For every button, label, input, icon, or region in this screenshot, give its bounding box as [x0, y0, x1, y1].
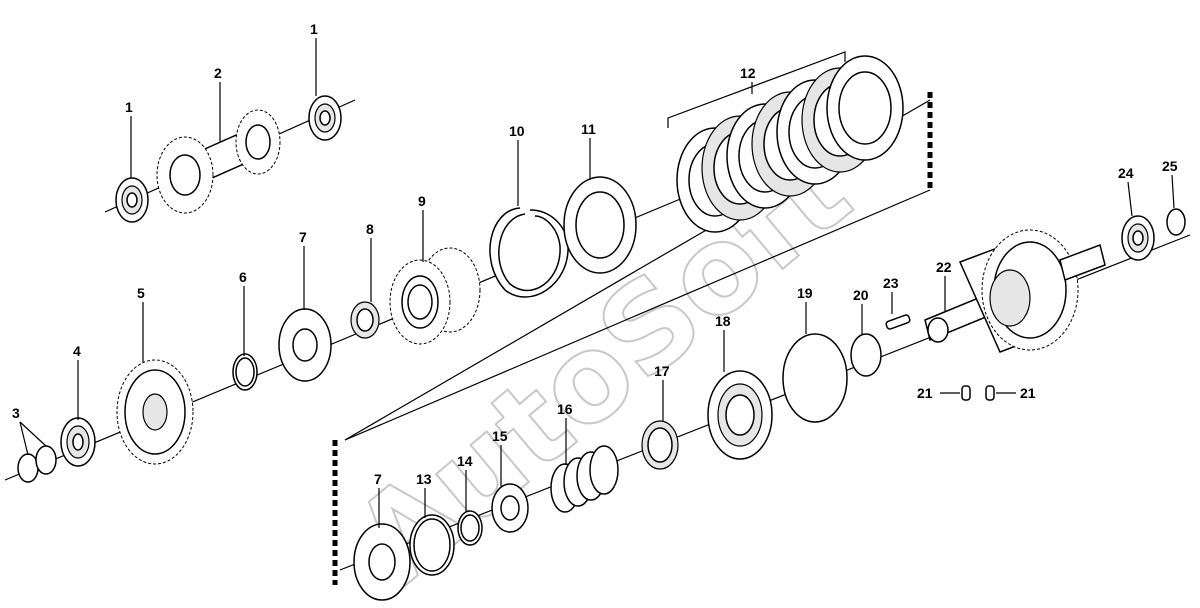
- washer-15: [491, 483, 529, 533]
- label-10: 10: [509, 123, 525, 139]
- label-8: 8: [366, 221, 374, 237]
- pressure-plate-11: [563, 176, 637, 274]
- label-7-upper: 7: [299, 229, 307, 245]
- label-21-right: 21: [1020, 385, 1036, 401]
- label-17: 17: [654, 363, 670, 379]
- seal-17: [641, 420, 679, 470]
- label-9: 9: [418, 193, 426, 209]
- gear-9: [389, 247, 481, 345]
- gear-5: [116, 359, 194, 465]
- label-24: 24: [1118, 165, 1134, 181]
- label-14: 14: [457, 453, 473, 469]
- label-25: 25: [1162, 158, 1178, 174]
- label-18: 18: [715, 313, 731, 329]
- snap-ring-6: [232, 353, 258, 391]
- leader-lines: [19, 38, 1175, 528]
- label-11: 11: [581, 121, 596, 137]
- spring-16: [550, 445, 619, 513]
- clutch-pack-12: [667, 51, 904, 233]
- label-16: 16: [557, 401, 573, 417]
- label-12: 12: [740, 65, 756, 81]
- label-21-left: 21: [917, 385, 933, 401]
- label-3: 3: [12, 405, 20, 421]
- pin-21-left: [940, 385, 971, 401]
- part-labels: 1 1 2 3 4 5 6 7 7 8 9 10 11 12 13 14 15 …: [12, 21, 1178, 487]
- washer-25: [1166, 208, 1186, 236]
- washers-3: [17, 445, 57, 483]
- label-5: 5: [137, 285, 145, 301]
- snap-ring-14: [457, 510, 483, 546]
- needle-bearing-8: [350, 301, 380, 339]
- bearing-4: [60, 417, 96, 467]
- label-23: 23: [883, 275, 899, 291]
- piston-18: [707, 370, 773, 460]
- circlip-10: [489, 207, 569, 298]
- label-20: 20: [853, 287, 869, 303]
- label-4: 4: [73, 343, 81, 359]
- ring-13: [409, 514, 455, 576]
- o-ring-19: [782, 333, 848, 423]
- label-13: 13: [416, 471, 432, 487]
- label-6: 6: [239, 269, 247, 285]
- label-7-lower: 7: [374, 471, 382, 487]
- bearing-24: [1121, 215, 1155, 261]
- bearing-1-left: [115, 177, 149, 223]
- mainshaft-22: [924, 229, 1106, 353]
- o-ring-20: [850, 333, 882, 377]
- pin-23: [885, 314, 911, 330]
- thrust-washer-7-upper: [278, 308, 332, 382]
- label-22: 22: [936, 259, 952, 275]
- bearing-1-right: [308, 95, 342, 141]
- label-1-right: 1: [310, 21, 318, 37]
- label-2: 2: [214, 65, 222, 81]
- thrust-washer-7-lower: [353, 523, 411, 601]
- label-19: 19: [797, 285, 813, 301]
- pin-21-right: [985, 385, 1016, 401]
- label-1-left: 1: [125, 99, 133, 115]
- countershaft-2: [156, 109, 281, 214]
- label-15: 15: [492, 428, 508, 444]
